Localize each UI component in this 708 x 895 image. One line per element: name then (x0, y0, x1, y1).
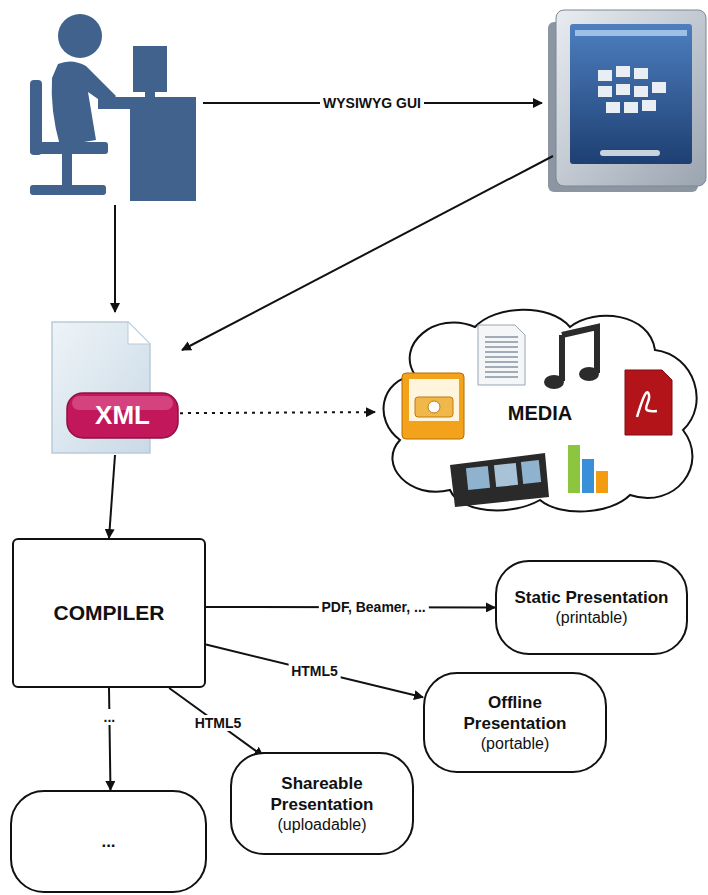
box-subtitle: (portable) (481, 734, 549, 754)
edge-label: PDF, Beamer, ... (318, 599, 428, 615)
box-title: Shareable Presentation (246, 773, 398, 815)
box-subtitle: (printable) (555, 608, 627, 628)
monitor-icon (548, 10, 706, 192)
box-title: Offline Presentation (439, 692, 591, 734)
compiler-box: COMPILER (12, 538, 206, 688)
output-box: Shareable Presentation(uploadable) (230, 752, 414, 855)
connector-arrow (180, 412, 375, 413)
output-box: Static Presentation(printable) (495, 560, 688, 655)
connector-arrow (206, 645, 423, 698)
connector-arrow (169, 688, 263, 756)
xml-file-icon: XML (50, 320, 180, 455)
edge-label: HTML5 (192, 715, 245, 731)
file-badge-text: XML (67, 393, 178, 438)
cloud-title: MEDIA (375, 402, 705, 425)
edge-label: HTML5 (288, 663, 341, 679)
edge-label: WYSIWYG GUI (320, 95, 424, 111)
media-cloud: MEDIA (375, 305, 705, 515)
edge-label: ... (101, 709, 119, 725)
person-icon (30, 14, 196, 201)
xml-file-art (50, 320, 180, 455)
connector-arrow (109, 455, 115, 538)
output-box: Offline Presentation(portable) (423, 672, 607, 773)
author-arrow (114, 205, 116, 312)
output-box: ... (10, 790, 207, 893)
connector-arrow (109, 688, 110, 790)
box-title: COMPILER (54, 601, 165, 625)
box-title: Static Presentation (515, 587, 669, 608)
box-subtitle: (uploadable) (278, 815, 367, 835)
box-title: ... (101, 831, 115, 852)
